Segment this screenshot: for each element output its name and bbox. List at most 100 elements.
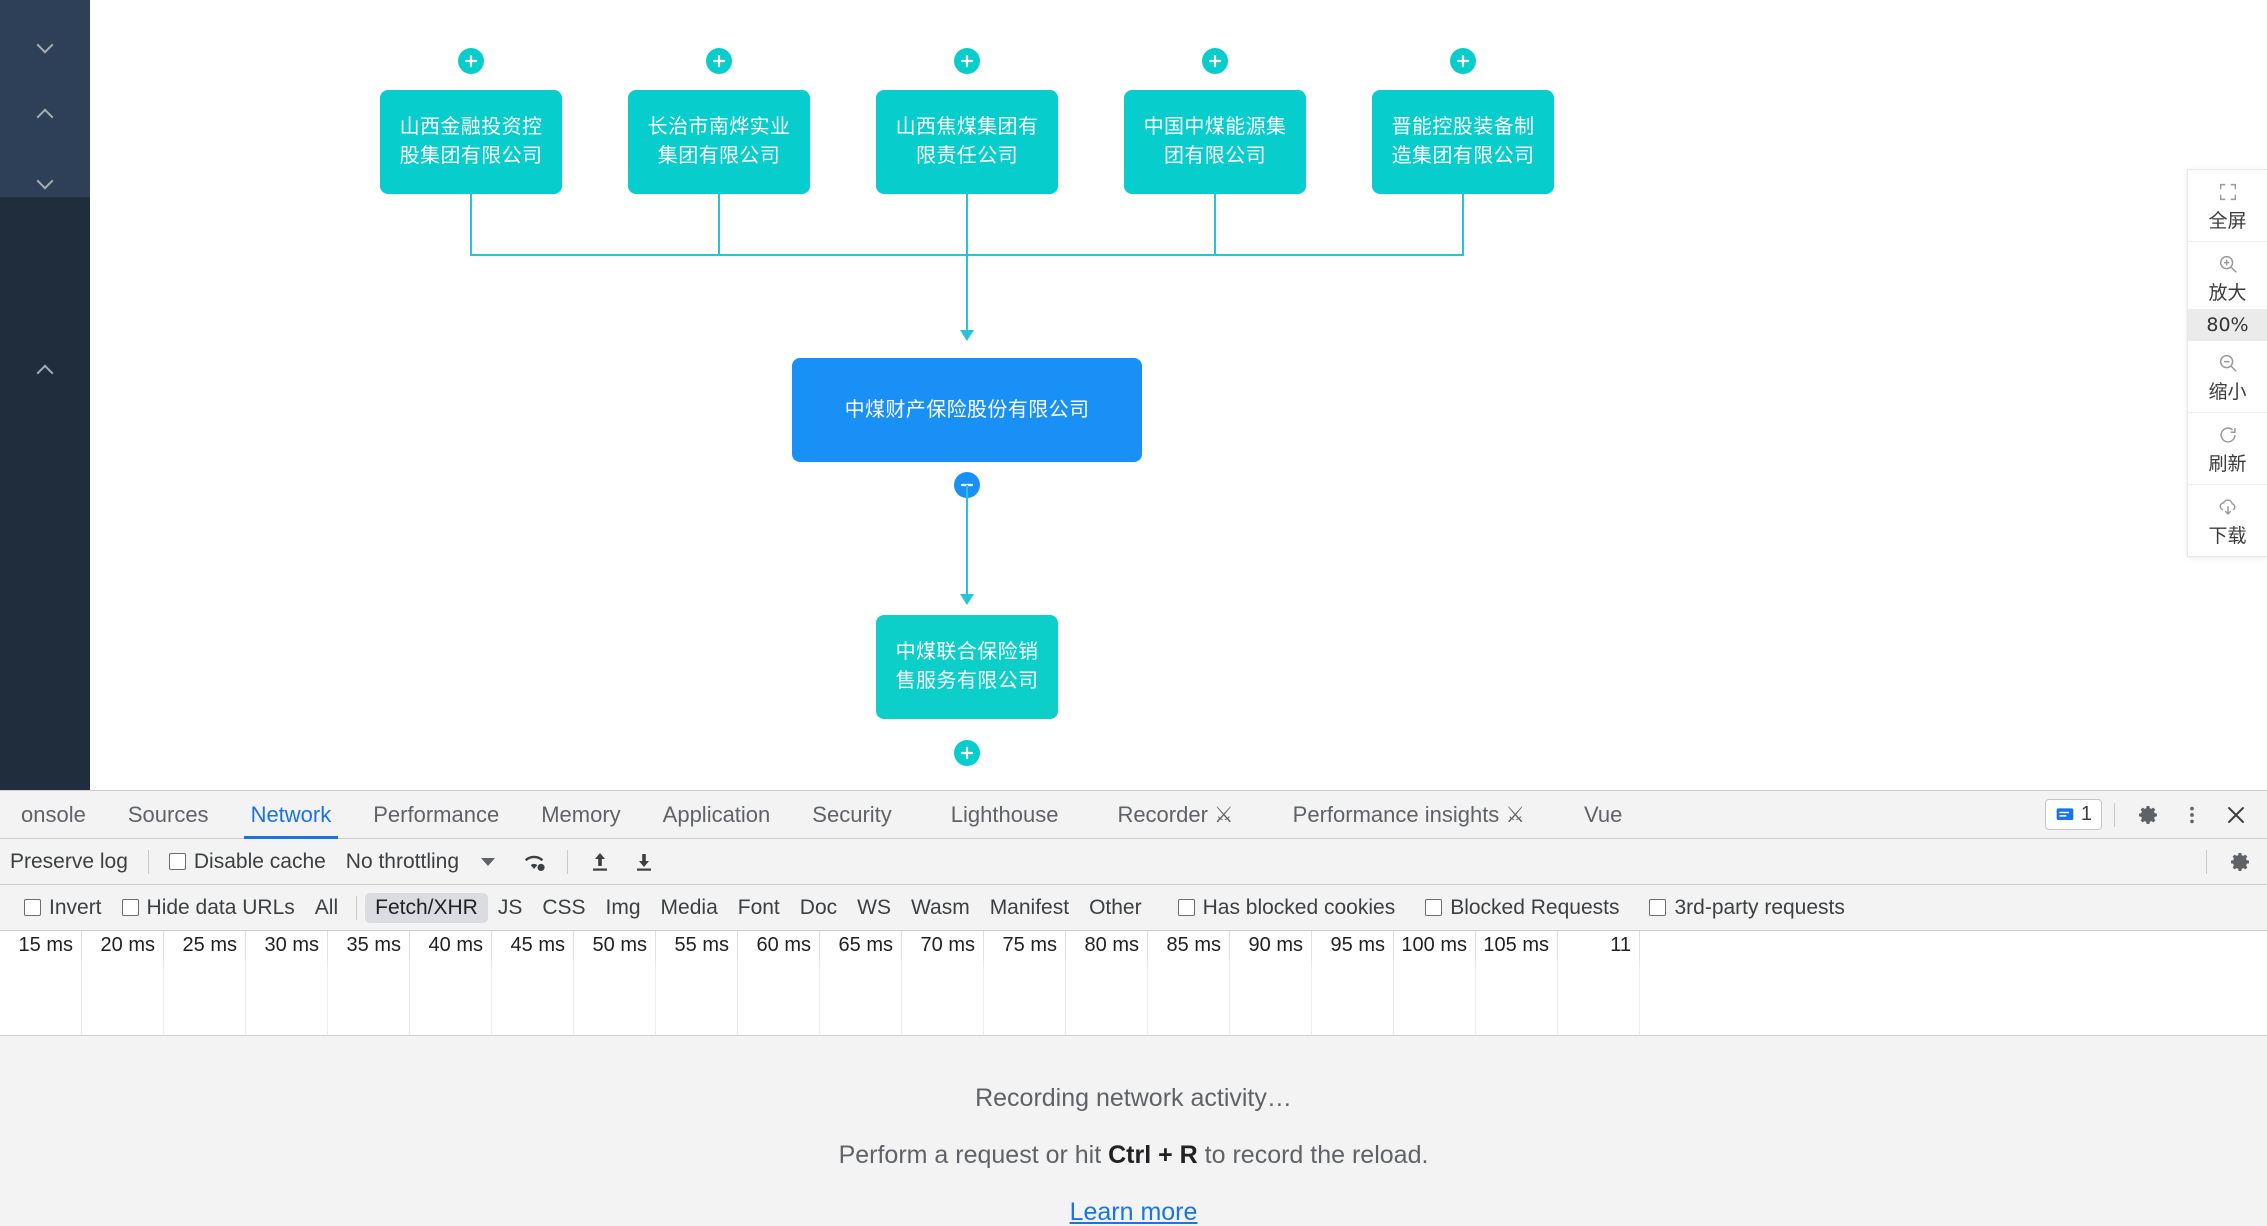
disable-cache-checkbox[interactable] (168, 853, 186, 870)
graph-node-child-0[interactable]: 中煤联合保险销售服务有限公司 (876, 615, 1058, 719)
disable-cache-toggle[interactable]: Disable cache (159, 850, 336, 874)
disable-cache-label: Disable cache (193, 849, 326, 873)
filter-type-css[interactable]: CSS (542, 895, 586, 919)
download-icon (2188, 495, 2267, 519)
tab-recorder[interactable]: Recorder⚔ (1079, 791, 1254, 839)
throttling-select[interactable]: No throttling (336, 850, 511, 874)
zoom-in-icon (2188, 252, 2267, 276)
network-empty-state: Recording network activity… Perform a re… (0, 1036, 2267, 1226)
timeline-tick: 85 ms (1148, 931, 1230, 961)
tab-performance-insights[interactable]: Performance insights⚔ (1255, 791, 1546, 839)
expand-toggle-parent-4[interactable] (1450, 48, 1476, 74)
filter-type-all[interactable]: All (314, 895, 339, 919)
expand-toggle-parent-2[interactable] (954, 48, 980, 74)
tab-network[interactable]: Network (230, 791, 353, 839)
tab-label: Sources (127, 801, 209, 827)
timeline-grid-cell (820, 961, 902, 1035)
zoom-in-label: 放大 (2208, 282, 2247, 304)
filter-type-fetch-xhr[interactable]: Fetch/XHR (365, 892, 488, 923)
diagram-toolbar: 全屏 放大 80% 缩小 刷新 下载 (2187, 169, 2267, 557)
blocked-requests-checkbox[interactable] (1425, 899, 1443, 916)
tab-performance[interactable]: Performance (352, 791, 520, 839)
tab-memory[interactable]: Memory (520, 791, 641, 839)
hint-shortcut: Ctrl + R (1108, 1141, 1198, 1169)
close-devtools-button[interactable] (2215, 795, 2257, 835)
download-label: 下载 (2208, 525, 2247, 547)
message-count: 1 (2080, 803, 2092, 825)
graph-node-parent-0[interactable]: 山西金融投资控股集团有限公司 (380, 90, 562, 194)
graph-node-parent-2[interactable]: 山西焦煤集团有限责任公司 (876, 90, 1058, 194)
network-settings-button[interactable] (2219, 842, 2261, 882)
third-party-requests-toggle[interactable]: 3rd-party requests (1629, 896, 1854, 920)
zoom-out-button[interactable]: 缩小 (2188, 341, 2267, 413)
zoom-level-value[interactable]: 80% (2188, 309, 2267, 341)
network-filters: Invert Hide data URLs All Fetch/XHR JS C… (0, 885, 2267, 931)
more-options-button[interactable] (2171, 795, 2213, 835)
hide-data-urls-checkbox[interactable] (121, 899, 139, 916)
invert-toggle[interactable]: Invert (0, 896, 112, 920)
timeline-grid-cell (1312, 961, 1394, 1035)
graph-node-parent-3[interactable]: 中国中煤能源集团有限公司 (1124, 90, 1306, 194)
sidebar-item-collapse-1[interactable] (0, 30, 90, 56)
node-label: 山西金融投资控股集团有限公司 (399, 116, 543, 167)
settings-gear-button[interactable] (2127, 795, 2169, 835)
sidebar-item-collapse-3[interactable] (0, 166, 90, 192)
third-party-checkbox[interactable] (1649, 899, 1667, 916)
has-blocked-cookies-toggle[interactable]: Has blocked cookies (1152, 896, 1406, 920)
tab-sources[interactable]: Sources (107, 791, 230, 839)
expand-toggle-parent-1[interactable] (706, 48, 732, 74)
timeline-grid-cell (328, 961, 410, 1035)
download-button[interactable]: 下载 (2188, 485, 2267, 556)
left-sidebar (0, 0, 90, 790)
expand-toggle-child-0[interactable] (954, 740, 980, 766)
blocked-requests-label: Blocked Requests (1450, 895, 1620, 919)
timeline-grid-cell (0, 961, 82, 1035)
expand-toggle-parent-3[interactable] (1202, 48, 1228, 74)
filter-type-wasm[interactable]: Wasm (910, 895, 970, 919)
graph-node-root[interactable]: 中煤财产保险股份有限公司 (792, 358, 1142, 462)
sidebar-item-collapse-4[interactable] (0, 355, 90, 381)
tab-vue[interactable]: Vue (1546, 791, 1643, 839)
invert-checkbox[interactable] (24, 899, 41, 916)
tab-application[interactable]: Application (642, 791, 792, 839)
divider (356, 895, 358, 920)
node-label: 长治市南烨实业集团有限公司 (647, 116, 791, 167)
upload-icon (593, 852, 608, 871)
filter-type-doc[interactable]: Doc (799, 895, 838, 919)
filter-type-media[interactable]: Media (660, 895, 718, 919)
network-conditions-button[interactable] (511, 849, 557, 875)
filter-type-img[interactable]: Img (605, 895, 641, 919)
gear-icon (2231, 852, 2249, 871)
blocked-requests-toggle[interactable]: Blocked Requests (1405, 896, 1629, 920)
filter-type-js[interactable]: JS (497, 895, 523, 919)
filter-type-font[interactable]: Font (737, 895, 780, 919)
sidebar-item-collapse-2[interactable] (0, 99, 90, 125)
tab-security[interactable]: Security (791, 791, 912, 839)
timeline-tick: 70 ms (902, 931, 984, 961)
expand-toggle-parent-0[interactable] (458, 48, 484, 74)
graph-node-parent-1[interactable]: 长治市南烨实业集团有限公司 (628, 90, 810, 194)
filter-type-other[interactable]: Other (1089, 895, 1142, 919)
timeline-grid-cell (984, 961, 1066, 1035)
recording-hint-text: Perform a request or hit Ctrl + R to rec… (0, 1141, 2267, 1170)
learn-more-link[interactable]: Learn more (1069, 1198, 1198, 1226)
close-icon (2228, 806, 2244, 823)
fullscreen-button[interactable]: 全屏 (2188, 170, 2267, 242)
preserve-log-toggle[interactable]: Preserve log (0, 850, 138, 874)
divider (2114, 802, 2115, 827)
filter-type-ws[interactable]: WS (857, 895, 891, 919)
import-har-button[interactable] (578, 850, 622, 874)
hide-data-urls-toggle[interactable]: Hide data URLs (112, 896, 305, 920)
graph-node-parent-4[interactable]: 晋能控股装备制造集团有限公司 (1372, 90, 1554, 194)
filter-type-manifest[interactable]: Manifest (989, 895, 1070, 919)
zoom-in-button[interactable]: 放大 (2188, 242, 2267, 309)
messages-badge[interactable]: 1 (2044, 799, 2102, 830)
export-har-button[interactable] (622, 850, 666, 874)
tab-console[interactable]: onsole (0, 791, 107, 839)
refresh-button[interactable]: 刷新 (2188, 413, 2267, 485)
has-blocked-cookies-checkbox[interactable] (1177, 899, 1195, 916)
arrow-to-root (960, 330, 974, 341)
tab-lighthouse[interactable]: Lighthouse (913, 791, 1080, 839)
timeline-tick: 105 ms (1476, 931, 1558, 961)
